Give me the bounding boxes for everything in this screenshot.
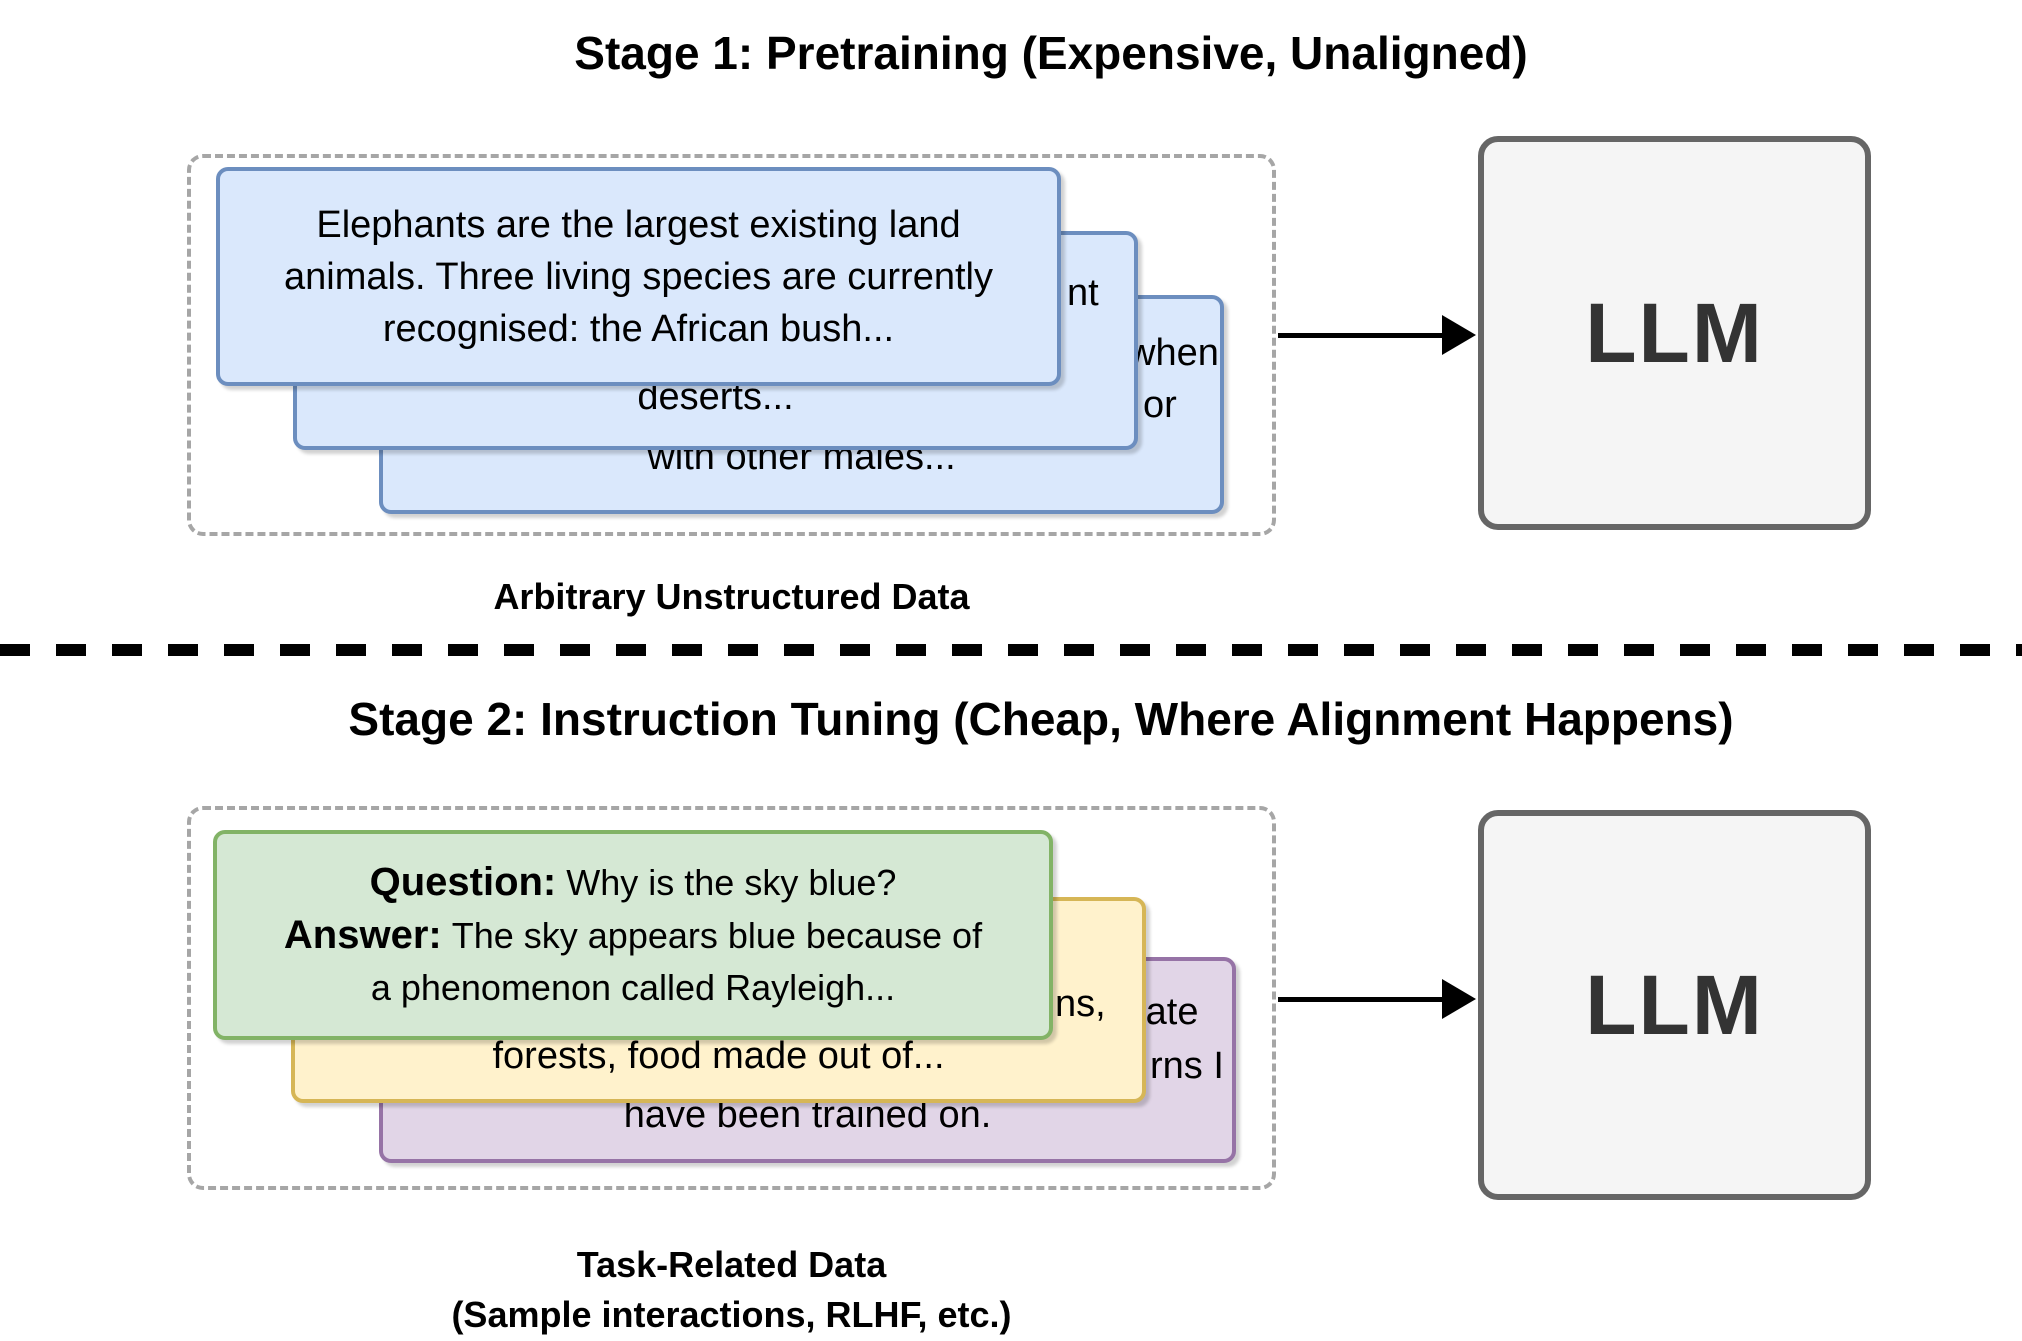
stage2-card-middle-line: forests, food made out of... xyxy=(492,1035,945,1077)
stage1-card-front-line2: animals. Three living species are curren… xyxy=(284,255,993,298)
stage1-card-front-line1: Elephants are the largest existing land xyxy=(316,203,961,246)
stage-divider xyxy=(0,644,2022,656)
stage1-data-container xyxy=(187,154,1276,536)
stage2-answer-line: Answer:The sky appears blue because of xyxy=(284,909,982,962)
stage2-llm-box: LLM xyxy=(1478,810,1871,1200)
stage1-caption: Arbitrary Unstructured Data xyxy=(493,576,970,617)
stage1-card-back-fragment-1: when xyxy=(1128,332,1219,374)
stage2-answer-continuation: a phenomenon called Rayleigh... xyxy=(370,967,896,1008)
stage2-llm-label: LLM xyxy=(1585,957,1764,1052)
answer-label: Answer: xyxy=(283,913,442,957)
stage1-title: Stage 1: Pretraining (Expensive, Unalign… xyxy=(574,27,1528,79)
stage1-llm-label: LLM xyxy=(1585,285,1764,380)
stage2-card-front: Question:Why is the sky blue? Answer:The… xyxy=(213,830,1053,1040)
question-text: Why is the sky blue? xyxy=(566,862,897,903)
stage1-card-middle-fragment-1: nt xyxy=(1067,272,1099,314)
stage2-title: Stage 2: Instruction Tuning (Cheap, Wher… xyxy=(348,693,1734,745)
stage2-caption-line1: Task-Related Data xyxy=(576,1244,887,1285)
stage1-card-back-fragment-2: or xyxy=(1143,384,1177,426)
stage2-data-container xyxy=(187,806,1276,1190)
stage2-caption: Task-Related Data (Sample interactions, … xyxy=(187,1240,1276,1340)
stage1-card-front-line3: recognised: the African bush... xyxy=(382,307,895,350)
stage2-caption-line2: (Sample interactions, RLHF, etc.) xyxy=(451,1294,1012,1335)
stage1-llm-box: LLM xyxy=(1478,136,1871,530)
stage1-card-front: Elephants are the largest existing land … xyxy=(216,167,1061,386)
stage2-question-line: Question:Why is the sky blue? xyxy=(370,856,897,909)
question-label: Question: xyxy=(369,860,557,904)
stage2-card-middle-fragment-1: ns, xyxy=(1055,983,1106,1025)
stage2-arrow-head-icon xyxy=(1442,979,1476,1019)
stage1-arrow-head-icon xyxy=(1442,315,1476,355)
answer-text: The sky appears blue because of xyxy=(451,915,983,956)
stage2-arrow-line xyxy=(1278,997,1446,1002)
stage2-card-back-fragment-2: rns I xyxy=(1150,1045,1224,1087)
stage1-arrow-line xyxy=(1278,333,1446,338)
